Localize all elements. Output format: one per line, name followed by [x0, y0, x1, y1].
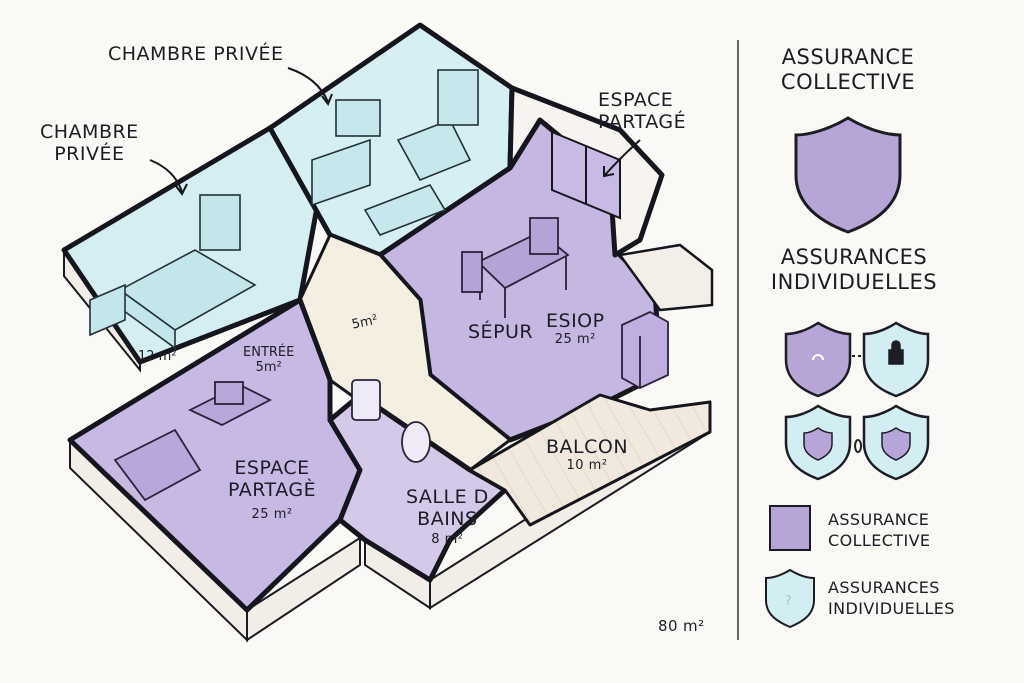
label-bathroom-area: 8 m² [431, 531, 464, 547]
legend-individual-line1: ASSURANCES [828, 578, 940, 597]
living-furniture [113, 381, 272, 502]
label-balcony-name: BALCON [546, 436, 629, 458]
room-living [67, 297, 363, 613]
collective-shield-icon [803, 427, 833, 461]
label-bedroom-top: CHAMBRE PRIVÉE [108, 43, 284, 65]
label-living-area: 25 m² [251, 506, 293, 522]
area-bedroom-left: 12 m² [138, 349, 177, 364]
question-icon: ? [785, 594, 792, 609]
collective-shield-icon [784, 321, 852, 398]
label-living: ESPACE PARTAGÈ 25 m² [228, 457, 317, 523]
bedroom-top-furniture [311, 69, 479, 236]
label-kitchen-area: 25 m² [554, 331, 596, 347]
dining-furniture [461, 217, 570, 318]
label-balcony: BALCON 10 m² [546, 436, 629, 474]
panel-collective-title-line1: ASSURANCE [781, 45, 915, 69]
label-shared-top-line1: ESPACE [598, 89, 674, 111]
collective-shield-icon [881, 427, 911, 461]
label-kitchen-name: ESIOP [546, 310, 605, 332]
legend-collective-line2: COLLECTIVE [828, 530, 931, 550]
label-bathroom-line1: SALLE D [406, 486, 489, 508]
kitchen-stove [621, 310, 669, 390]
connector-icon [854, 439, 863, 453]
room-balcony [468, 393, 712, 527]
legend-collective-line1: ASSURANCE [828, 510, 930, 529]
panel-individual-title: ASSURANCES INDIVIDUELLES [770, 245, 938, 295]
legend-collective-swatch [769, 505, 811, 551]
label-bathroom-line2: BAINS [417, 507, 478, 530]
panel-collective-title: ASSURANCE COLLECTIVE [772, 45, 924, 95]
label-balcony-area: 10 m² [566, 457, 608, 473]
legend-individual-shield-icon [765, 568, 815, 629]
panel-individual-title-line1: ASSURANCES [780, 245, 928, 269]
legend-collective-label: ASSURANCE COLLECTIVE [828, 510, 930, 552]
label-entry-name: ENTRÉE [243, 345, 295, 360]
label-bedroom-left: CHAMBRE PRIVÉE [40, 121, 139, 166]
panel-individual-title-line2: INDIVIDUELLES [770, 270, 938, 295]
legend-individual-line2: INDIVIDUELLES [828, 598, 955, 618]
total-area: 80 m² [658, 617, 705, 635]
bathroom-fixtures [351, 379, 431, 463]
label-bedroom-left-line1: CHAMBRE [40, 121, 139, 143]
label-bedroom-left-line2: PRIVÉE [54, 142, 125, 165]
label-entry-area: 5m² [255, 359, 282, 375]
callout-arrows [149, 67, 641, 196]
label-kitchen: ESIOP 25 m² [546, 310, 605, 348]
label-bathroom: SALLE D BAINS 8 m² [406, 486, 489, 548]
label-living-line1: ESPACE [234, 457, 310, 479]
individual-shields [784, 321, 930, 481]
label-shared-top: ESPACE PARTAGÉ [598, 89, 687, 134]
balcony-rail [617, 243, 714, 312]
windows [551, 130, 621, 220]
label-living-line2: PARTAGÈ [228, 478, 317, 501]
label-entry: ENTRÉE 5m² [243, 345, 295, 376]
legend-individual-label: ASSURANCES INDIVIDUELLES [828, 578, 955, 620]
label-dining: SÉPUR [468, 321, 534, 343]
lock-icon [888, 340, 904, 365]
panel-collective-title-line2: COLLECTIVE [780, 70, 916, 95]
lock-icon [812, 354, 824, 361]
collective-shield-icon [794, 116, 902, 234]
bedroom-left-furniture [89, 194, 257, 350]
label-shared-top-line2: PARTAGÉ [598, 110, 687, 133]
